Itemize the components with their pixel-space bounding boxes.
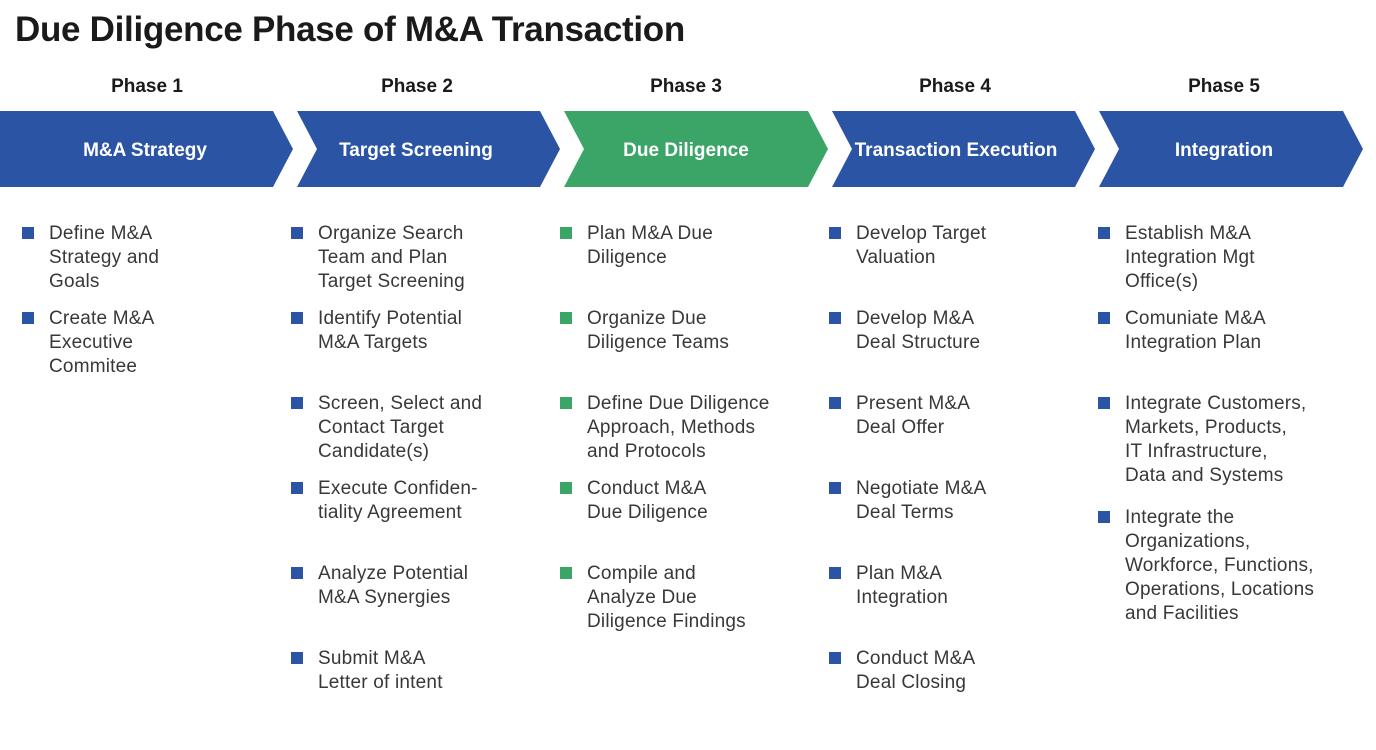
item-text: Develop M&A Deal Structure [856, 308, 981, 353]
list-item: Conduct M&A Deal Closing [829, 647, 1093, 720]
bullet-square-icon [1098, 397, 1110, 409]
phase-1-arrow-label: M&A Strategy [83, 140, 207, 161]
list-item: Screen, Select and Contact Target Candid… [291, 392, 555, 465]
bullet-square-icon [829, 652, 841, 664]
item-text: Organize Due Diligence Teams [587, 308, 730, 353]
item-text: Screen, Select and Contact Target Candid… [318, 393, 483, 462]
item-text: Organize Search Team and Plan Target Scr… [318, 223, 465, 292]
bullet-square-icon [291, 567, 303, 579]
bullet-square-icon [22, 312, 34, 324]
list-item: Develop M&A Deal Structure [829, 307, 1093, 380]
item-text: Identify Potential M&A Targets [318, 308, 463, 353]
list-item: Integrate Customers, Markets, Products, … [1098, 392, 1362, 488]
item-text: Develop Target Valuation [856, 223, 987, 268]
list-item: Establish M&A Integration Mgt Office(s) [1098, 222, 1362, 295]
item-text: Plan M&A Due Diligence [587, 223, 713, 268]
item-text: Conduct M&A Deal Closing [856, 648, 976, 693]
bullet-square-icon [560, 397, 572, 409]
phase-3-header: Phase 3 [650, 76, 722, 97]
bullet-square-icon [560, 567, 572, 579]
bullet-square-icon [560, 312, 572, 324]
list-item: Organize Search Team and Plan Target Scr… [291, 222, 555, 295]
list-item: Create M&A Executive Commitee [22, 307, 286, 380]
phase-2-arrow-label: Target Screening [339, 140, 493, 161]
item-text: Present M&A Deal Offer [856, 393, 971, 438]
process-arrow-band: M&A Strategy Target Screening Due Dilige… [0, 111, 1363, 187]
bullet-square-icon [1098, 511, 1110, 523]
phase-3-arrow-label: Due Diligence [623, 140, 749, 161]
item-text: Comuniate M&A Integration Plan [1125, 308, 1266, 353]
phase-4-header: Phase 4 [919, 76, 991, 97]
phase-5-header: Phase 5 [1188, 76, 1260, 97]
item-text: Compile and Analyze Due Diligence Findin… [587, 563, 746, 632]
bullet-square-icon [560, 227, 572, 239]
item-text: Plan M&A Integration [856, 563, 948, 608]
phase-3-chevron-arrow [564, 111, 828, 187]
phase-1-chevron-arrow [0, 111, 293, 187]
bullet-square-icon [291, 312, 303, 324]
list-item: Compile and Analyze Due Diligence Findin… [560, 562, 824, 635]
item-text: Define M&A Strategy and Goals [49, 223, 160, 292]
list-item: Negotiate M&A Deal Terms [829, 477, 1093, 550]
item-text: Execute Confiden- tiality Agreement [318, 478, 478, 523]
bullet-square-icon [829, 227, 841, 239]
item-text: Submit M&A Letter of intent [318, 648, 443, 693]
list-item: Comuniate M&A Integration Plan [1098, 307, 1362, 380]
list-item: Develop Target Valuation [829, 222, 1093, 295]
list-item: Present M&A Deal Offer [829, 392, 1093, 465]
item-text: Conduct M&A Due Diligence [587, 478, 708, 523]
phase-5-arrow-label: Integration [1175, 140, 1273, 161]
list-item: Execute Confiden- tiality Agreement [291, 477, 555, 550]
bullet-square-icon [829, 397, 841, 409]
list-item: Analyze Potential M&A Synergies [291, 562, 555, 635]
list-item: Plan M&A Integration [829, 562, 1093, 635]
phase-5-item-list: Establish M&A Integration Mgt Office(s) C… [1098, 222, 1362, 638]
bullet-square-icon [291, 482, 303, 494]
list-item: Plan M&A Due Diligence [560, 222, 824, 295]
phase-1-header: Phase 1 [111, 76, 183, 97]
bullet-square-icon [829, 312, 841, 324]
item-text: Integrate Customers, Markets, Products, … [1125, 393, 1307, 486]
bullet-square-icon [560, 482, 572, 494]
phase-5-chevron-arrow [1099, 111, 1363, 187]
item-text: Negotiate M&A Deal Terms [856, 478, 987, 523]
item-text: Define Due Diligence Approach, Methods a… [587, 393, 770, 462]
phase-4-chevron-arrow [832, 111, 1095, 187]
list-item: Define Due Diligence Approach, Methods a… [560, 392, 824, 465]
bullet-square-icon [1098, 227, 1110, 239]
phase-2-header: Phase 2 [381, 76, 453, 97]
list-item: Integrate the Organizations, Workforce, … [1098, 506, 1362, 626]
item-text: Establish M&A Integration Mgt Office(s) [1125, 223, 1255, 292]
list-item: Conduct M&A Due Diligence [560, 477, 824, 550]
phase-4-arrow-label: Transaction Execution [855, 140, 1058, 161]
item-text: Analyze Potential M&A Synergies [318, 563, 469, 608]
bullet-square-icon [22, 227, 34, 239]
bullet-square-icon [291, 397, 303, 409]
list-item: Organize Due Diligence Teams [560, 307, 824, 380]
phase-2-item-list: Organize Search Team and Plan Target Scr… [291, 222, 555, 732]
bullet-square-icon [291, 227, 303, 239]
list-item: Identify Potential M&A Targets [291, 307, 555, 380]
bullet-square-icon [291, 652, 303, 664]
phase-2-chevron-arrow [297, 111, 560, 187]
bullet-square-icon [829, 567, 841, 579]
page-title: Due Diligence Phase of M&A Transaction [15, 10, 685, 49]
bullet-square-icon [829, 482, 841, 494]
list-item: Define M&A Strategy and Goals [22, 222, 286, 295]
item-text: Integrate the Organizations, Workforce, … [1125, 507, 1315, 624]
item-text: Create M&A Executive Commitee [49, 308, 155, 377]
list-item: Submit M&A Letter of intent [291, 647, 555, 720]
bullet-square-icon [1098, 312, 1110, 324]
